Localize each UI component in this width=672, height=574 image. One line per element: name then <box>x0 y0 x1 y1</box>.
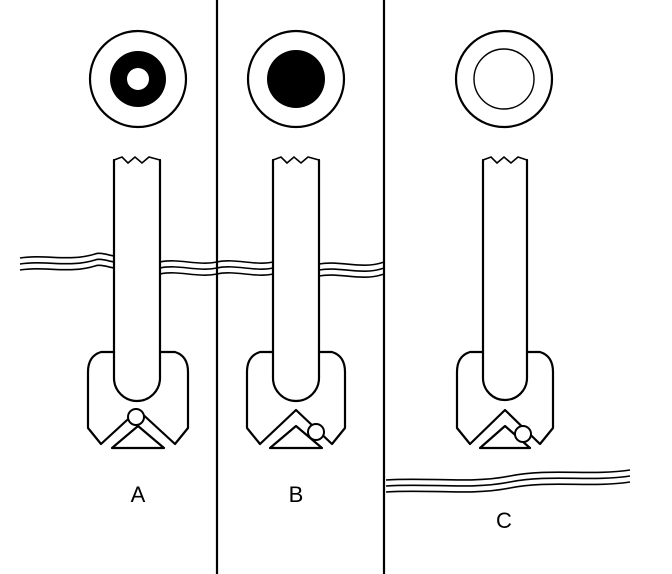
panel-a: A <box>86 29 190 507</box>
float-tube-a <box>112 155 162 403</box>
valve-housing-a <box>86 350 190 446</box>
liquid-level-low <box>385 469 631 493</box>
panel-label-a: A <box>131 482 146 507</box>
check-ball-c <box>514 425 532 443</box>
check-ball-a <box>127 408 145 426</box>
panel-b: B <box>245 29 347 507</box>
float-tube-b <box>271 155 321 403</box>
valve-housing-b <box>245 350 347 446</box>
liquid-level-high <box>19 252 385 278</box>
panel-c: C <box>454 29 555 533</box>
float-tube-c <box>481 155 529 402</box>
panel-label-b: B <box>289 482 304 507</box>
panel-label-c: C <box>496 508 512 533</box>
gauge-b <box>246 29 346 129</box>
gauge-c <box>454 29 554 129</box>
valve-housing-c <box>455 350 555 446</box>
valve-seat-a <box>110 424 166 450</box>
check-ball-b <box>307 423 325 441</box>
gauge-a <box>88 29 188 129</box>
